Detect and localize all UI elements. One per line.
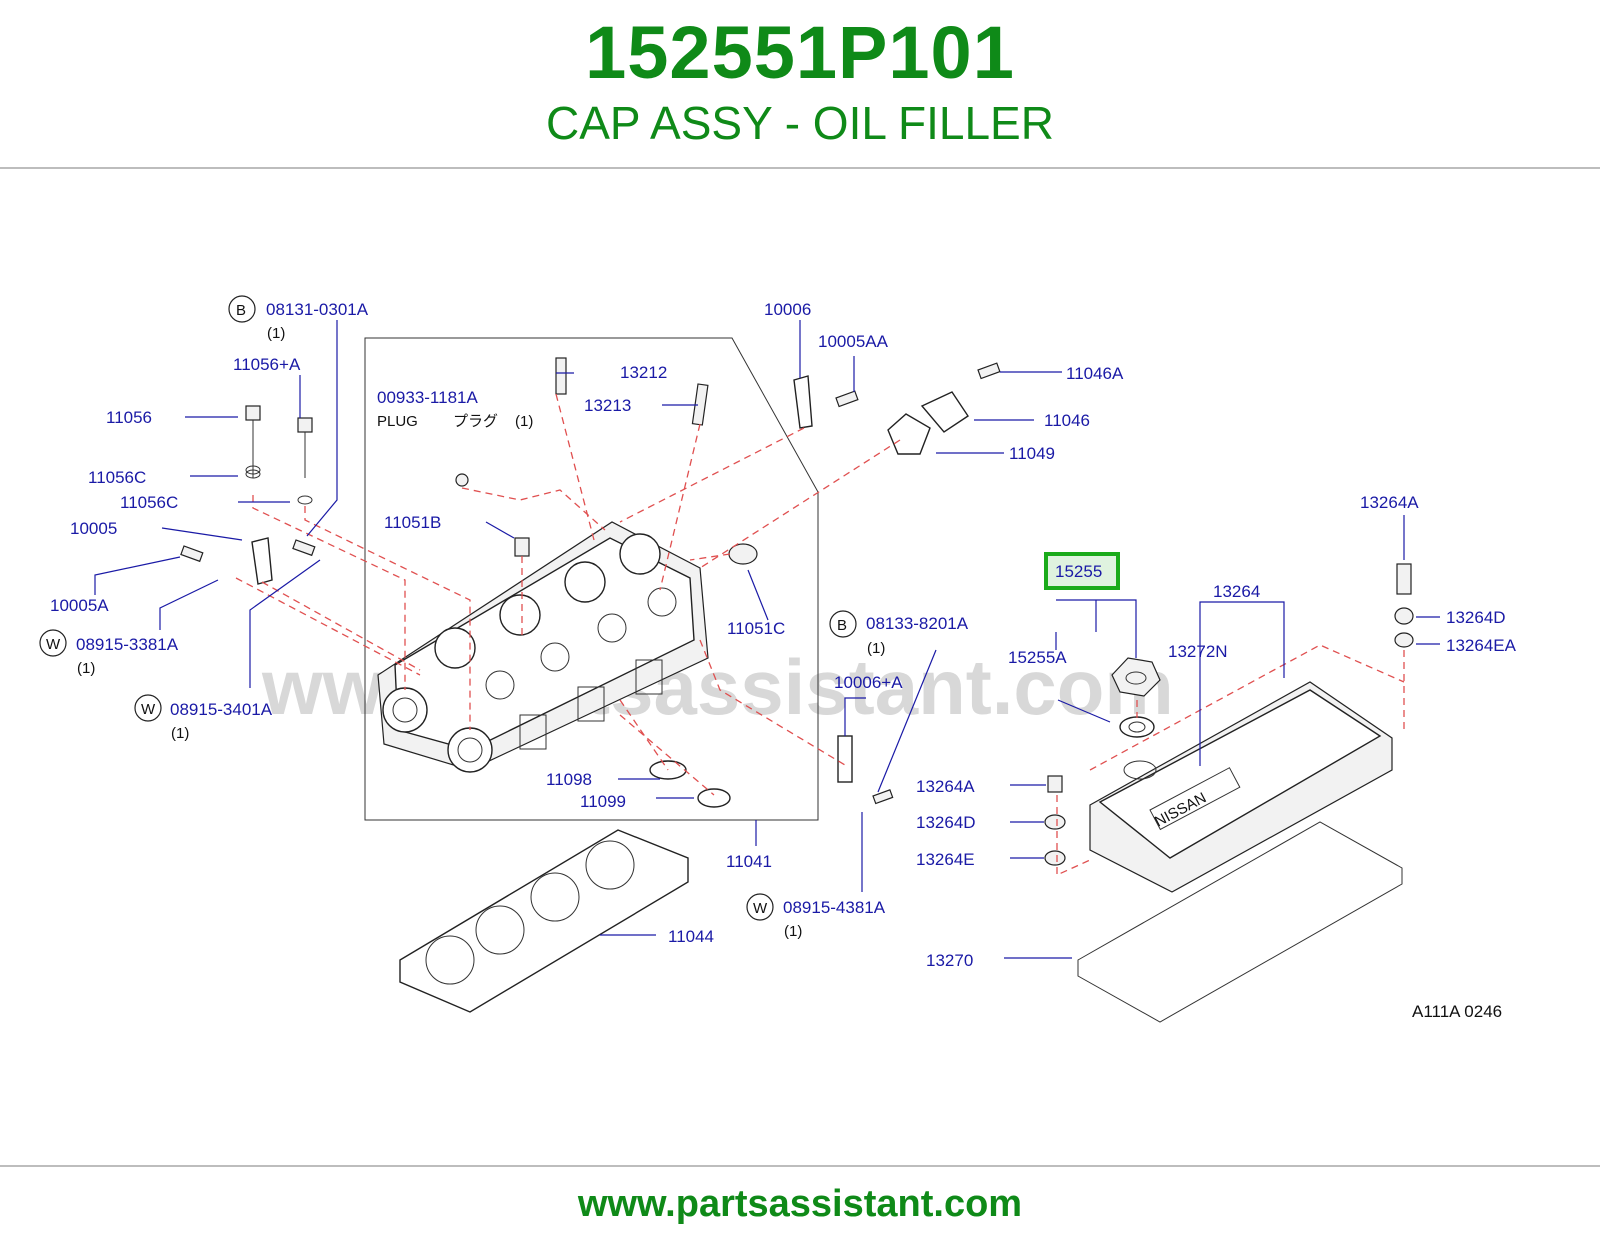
circle-b-08131: B: [236, 302, 246, 319]
label-11046a: 11046A: [1066, 364, 1124, 383]
label-10005: 10005: [70, 519, 117, 538]
label-11056c-1: 11056C: [88, 468, 146, 487]
label-13270: 13270: [926, 951, 973, 970]
label-11056: 11056: [106, 408, 152, 427]
label-00933-1181a: 00933-1181A: [377, 388, 478, 407]
label-11046: 11046: [1044, 411, 1090, 430]
qty-08915-4381: (1): [784, 923, 802, 940]
label-11056c-2: 11056C: [120, 493, 178, 512]
label-13212: 13212: [620, 363, 667, 382]
label-08915-4381a: 08915-4381A: [783, 898, 886, 917]
label-13264d-left: 13264D: [916, 813, 976, 832]
highlight-15255: [1044, 552, 1120, 590]
part-name-subtitle: CAP ASSY - OIL FILLER: [546, 97, 1054, 149]
label-11051c: 11051C: [727, 619, 785, 638]
qty-08915-3381: (1): [77, 660, 95, 677]
label-15255: 15255: [1055, 562, 1102, 581]
circle-b-08133: B: [837, 617, 847, 634]
circle-w-08915-3401: W: [141, 701, 156, 718]
label-10005aa: 10005AA: [818, 332, 889, 351]
header-divider: [0, 167, 1600, 169]
label-08915-3401a: 08915-3401A: [170, 700, 273, 719]
label-11041: 11041: [726, 852, 772, 871]
label-08131-0301A: 08131-0301A: [266, 300, 369, 319]
page-header: 152551P101 CAP ASSY - OIL FILLER: [0, 0, 1600, 168]
label-11049: 11049: [1009, 444, 1055, 463]
label-13264ea: 13264EA: [1446, 636, 1517, 655]
footer-website-link[interactable]: www.partsassistant.com: [577, 1183, 1023, 1225]
label-13264a-top: 13264A: [1360, 493, 1419, 512]
rocker-gasket-drawing: [1077, 821, 1403, 1023]
label-15255a: 15255A: [1008, 648, 1067, 667]
label-11098: 11098: [546, 770, 592, 789]
label-13264d-right: 13264D: [1446, 608, 1506, 627]
label-13264a-left: 13264A: [916, 777, 975, 796]
label-11051b: 11051B: [384, 513, 441, 532]
head-gasket-drawing: [399, 829, 689, 1013]
footer-divider: [0, 1165, 1600, 1167]
diagram-code: A111A 0246: [1412, 1002, 1502, 1021]
part-labels: 08131-0301A (1) 11056+A 11056 11056C 110…: [50, 300, 1517, 1021]
label-10006-plus-a: 10006+A: [834, 673, 903, 692]
label-08915-3381a: 08915-3381A: [76, 635, 179, 654]
label-11044: 11044: [668, 927, 714, 946]
qty-08131: (1): [267, 325, 285, 342]
label-13272n: 13272N: [1168, 642, 1228, 661]
label-08133-8201a: 08133-8201A: [866, 614, 969, 633]
label-10005a: 10005A: [50, 596, 109, 615]
circle-w-08915-4381: W: [753, 900, 768, 917]
label-11099: 11099: [580, 792, 626, 811]
parts-diagram: www.partsassistant.com NISSAN: [39, 295, 1517, 1023]
oil-filler-cap-drawing: [1111, 657, 1161, 738]
label-13264e: 13264E: [916, 850, 975, 869]
qty-00933: (1): [515, 413, 533, 430]
label-11056-plus-a: 11056+A: [233, 355, 301, 374]
rocker-cover-drawing: NISSAN: [1089, 681, 1393, 893]
leader-lines: [94, 320, 1440, 959]
circled-letters: B W W B W: [39, 295, 857, 921]
label-10006: 10006: [764, 300, 811, 319]
plug-text: PLUG: [377, 413, 418, 430]
cylinder-head-drawing: [377, 521, 709, 773]
label-13264: 13264: [1213, 582, 1260, 601]
circle-w-08915-3381: W: [46, 636, 61, 653]
label-13213: 13213: [584, 396, 631, 415]
part-number-title: 152551P101: [585, 11, 1015, 94]
qty-08133: (1): [867, 640, 885, 657]
cylinder-head-box: [364, 337, 819, 821]
hardware-drawings: [180, 357, 1414, 866]
qty-08915-3401: (1): [171, 725, 189, 742]
plug-japanese-text: プラグ: [453, 413, 498, 430]
